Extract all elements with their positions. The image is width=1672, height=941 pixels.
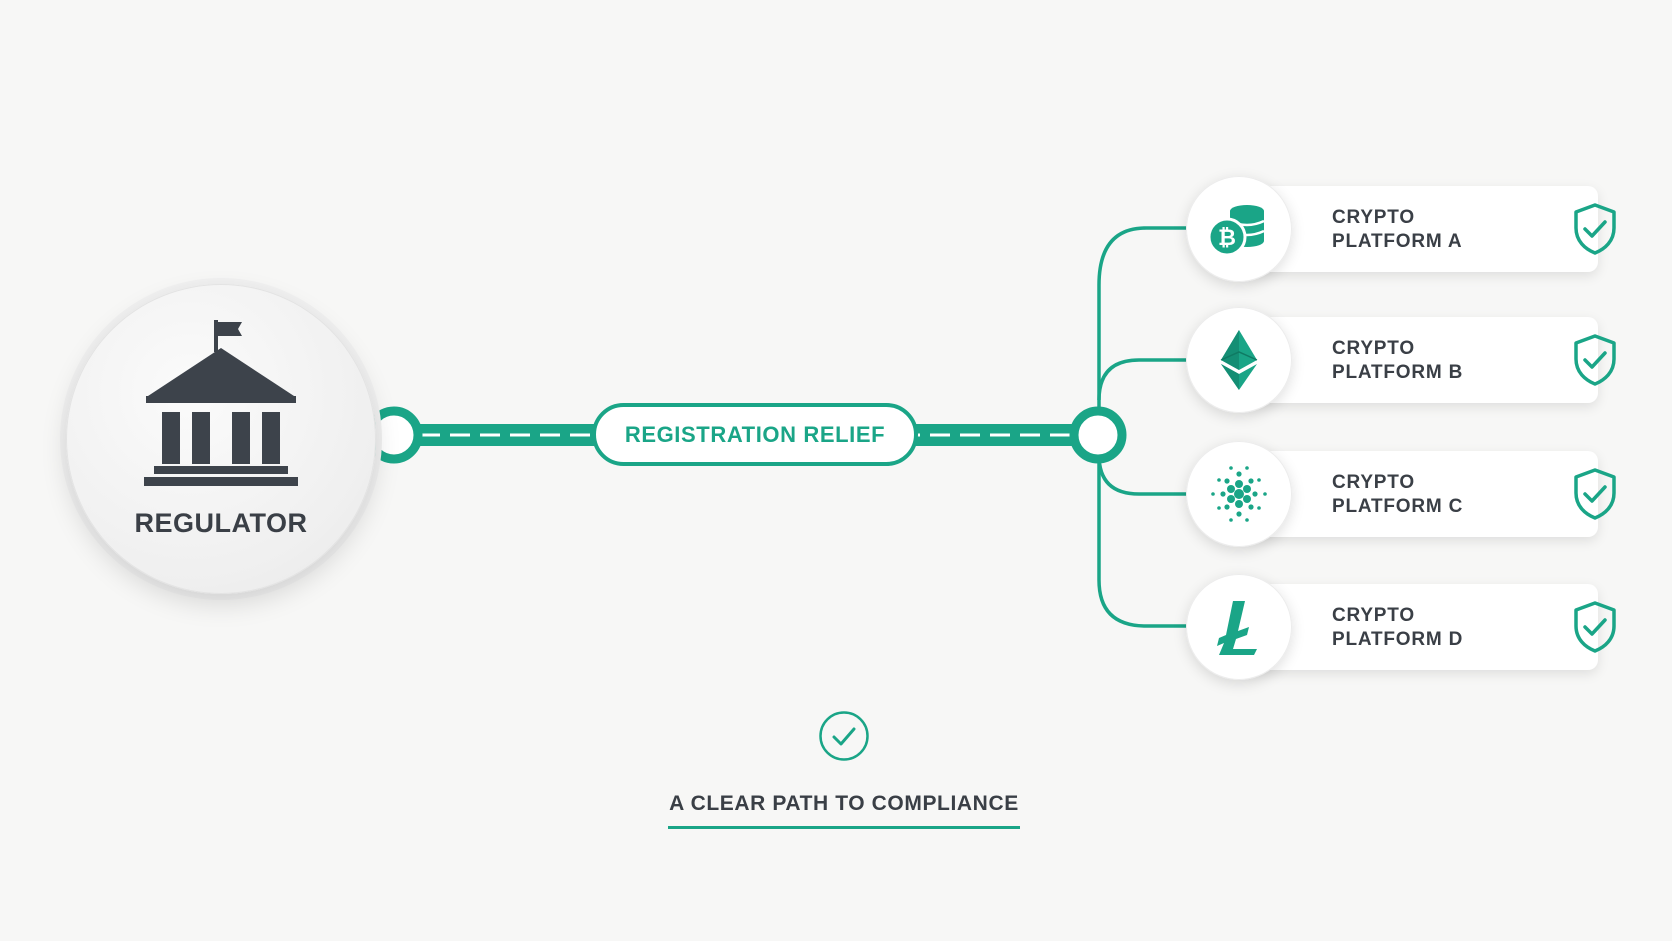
platform-name-line1: CRYPTO <box>1332 207 1415 228</box>
platform-icon-circle <box>1186 574 1292 680</box>
shield-check-icon <box>1574 601 1616 653</box>
shield-check-icon <box>1574 468 1616 520</box>
platform-icon-circle <box>1186 307 1292 413</box>
platform-name: CRYPTO PLATFORM C <box>1332 471 1522 519</box>
bank-building-icon <box>144 320 298 486</box>
platform-name-line1: CRYPTO <box>1332 338 1415 359</box>
platform-name-line2: PLATFORM A <box>1332 231 1463 252</box>
platform-card: CRYPTO PLATFORM A <box>1240 186 1616 272</box>
platform-a: CRYPTO PLATFORM A ₿ <box>1186 176 1616 286</box>
end-node <box>1069 406 1127 464</box>
platform-c: CRYPTO PLATFORM C <box>1186 441 1616 551</box>
shield-check-icon <box>1574 203 1616 255</box>
platform-name-line2: PLATFORM D <box>1332 629 1464 650</box>
start-node <box>365 406 423 464</box>
cardano-icon <box>1211 466 1267 522</box>
svg-text:₿: ₿ <box>1218 226 1236 251</box>
platform-name-line1: CRYPTO <box>1332 472 1415 493</box>
registration-relief-pill: REGISTRATION RELIEF <box>592 403 918 466</box>
platform-card: CRYPTO PLATFORM B <box>1240 317 1616 403</box>
platform-card: CRYPTO PLATFORM C <box>1240 451 1616 537</box>
regulator-node: REGULATOR <box>66 284 376 594</box>
check-circle-icon <box>819 711 869 761</box>
regulator-label: REGULATOR <box>134 508 308 538</box>
platform-name: CRYPTO PLATFORM A <box>1332 206 1522 254</box>
platform-name-line1: CRYPTO <box>1332 605 1415 626</box>
platform-name-line2: PLATFORM C <box>1332 496 1464 517</box>
bitcoin-coins-icon: ₿ <box>1209 205 1265 257</box>
platform-icon-circle <box>1186 441 1292 547</box>
litecoin-icon <box>1217 601 1257 655</box>
platform-b: CRYPTO PLATFORM B <box>1186 307 1616 417</box>
platform-card: CRYPTO PLATFORM D <box>1240 584 1616 670</box>
shield-check-icon <box>1574 334 1616 386</box>
platform-name-line2: PLATFORM B <box>1332 362 1464 383</box>
platform-d: CRYPTO PLATFORM D <box>1186 574 1616 684</box>
footer-caption: A CLEAR PATH TO COMPLIANCE <box>669 792 1019 815</box>
platform-name: CRYPTO PLATFORM B <box>1332 337 1522 385</box>
platform-name: CRYPTO PLATFORM D <box>1332 604 1522 652</box>
footer-underline <box>668 826 1020 829</box>
ethereum-icon <box>1220 330 1258 390</box>
platform-icon-circle: ₿ <box>1186 176 1292 282</box>
